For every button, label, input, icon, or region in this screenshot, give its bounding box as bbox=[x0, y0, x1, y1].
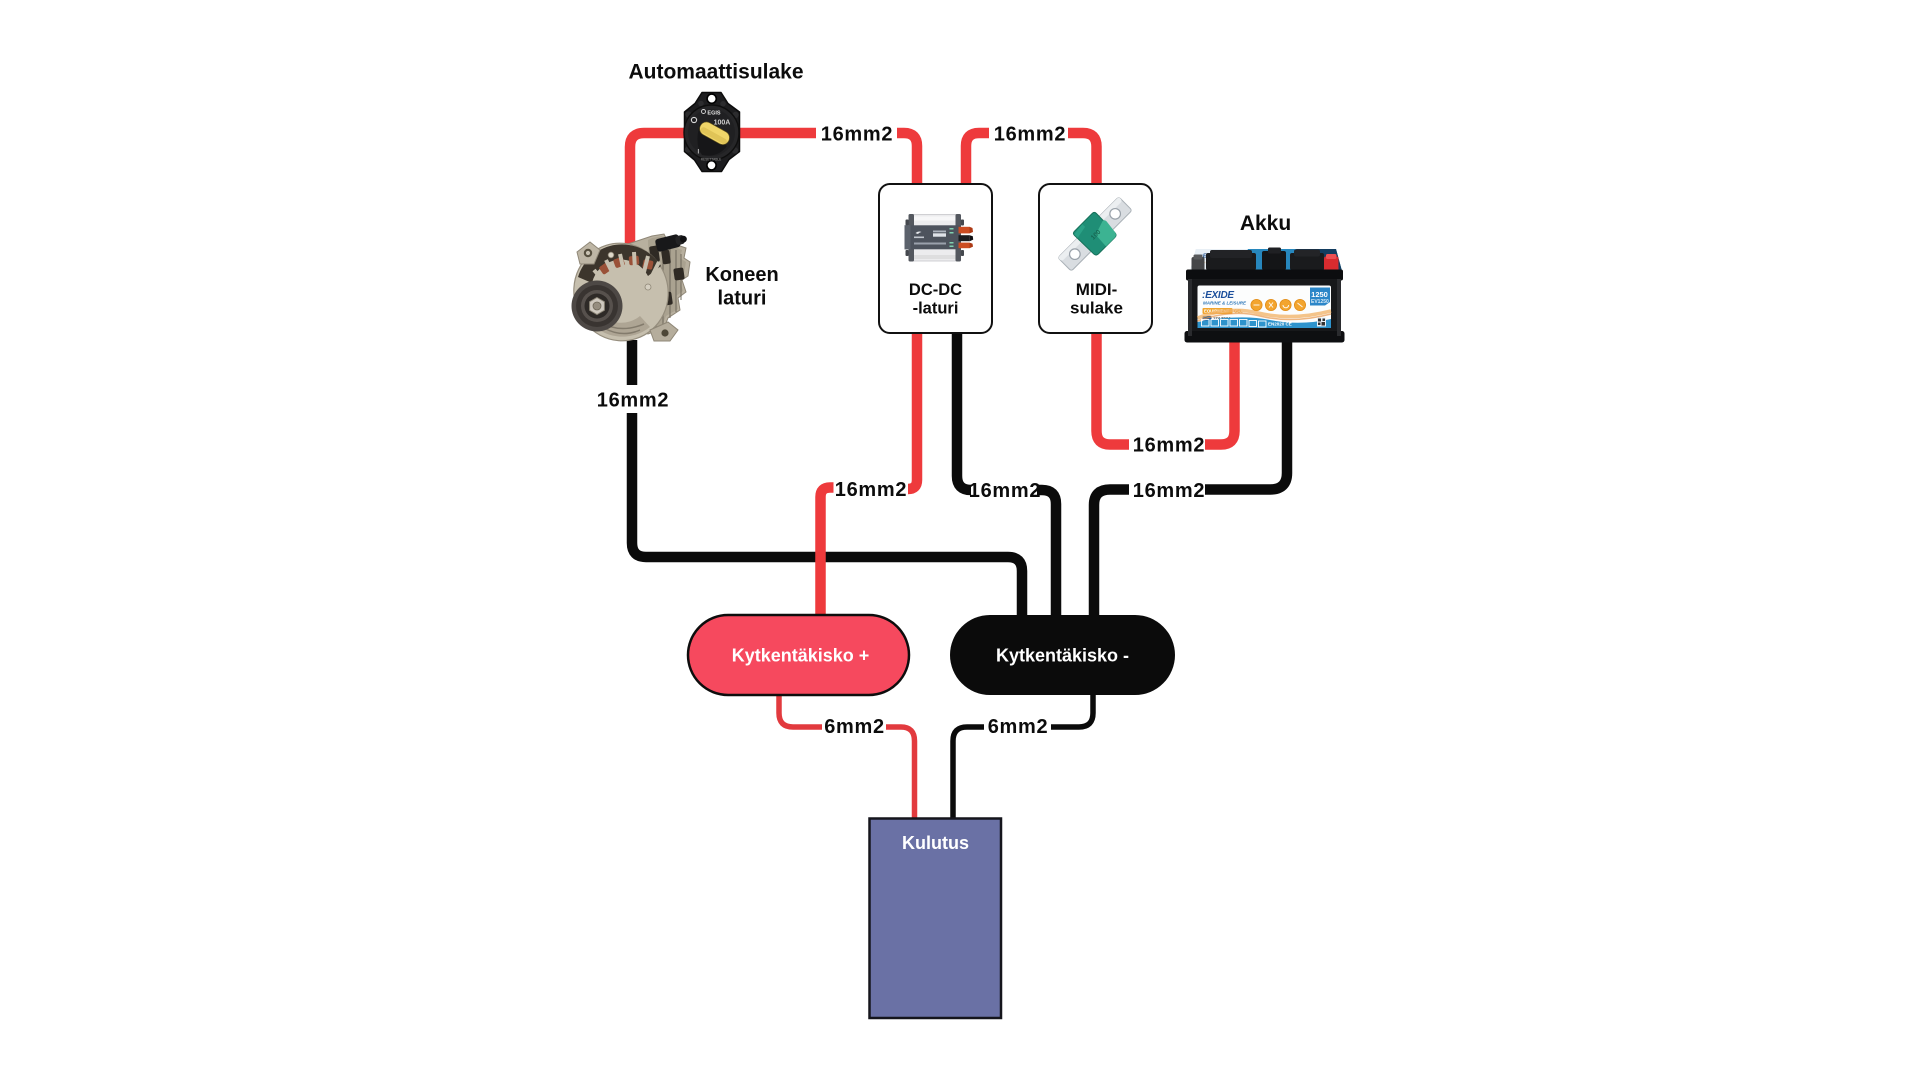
svg-text:EN2020 CE: EN2020 CE bbox=[1268, 322, 1292, 327]
svg-text:sulake: sulake bbox=[1070, 299, 1123, 318]
svg-text:EV1250: EV1250 bbox=[1311, 299, 1329, 305]
svg-text:EGIS: EGIS bbox=[707, 111, 720, 117]
svg-text:Automaattisulake: Automaattisulake bbox=[628, 61, 803, 84]
svg-text:Kytkentäkisko +: Kytkentäkisko + bbox=[732, 646, 870, 666]
svg-text:MIDI-: MIDI- bbox=[1076, 280, 1118, 299]
svg-text:-laturi: -laturi bbox=[913, 300, 959, 318]
svg-text:I: I bbox=[698, 150, 700, 156]
svg-text:16mm2: 16mm2 bbox=[835, 479, 907, 501]
svg-text:Kulutus: Kulutus bbox=[902, 833, 969, 853]
svg-text:16mm2: 16mm2 bbox=[597, 390, 669, 412]
svg-text:1250: 1250 bbox=[1311, 290, 1328, 299]
svg-text:16mm2: 16mm2 bbox=[1133, 435, 1205, 457]
svg-text:Koneen: Koneen bbox=[705, 264, 778, 286]
svg-text:16mm2: 16mm2 bbox=[821, 124, 893, 146]
svg-text:laturi: laturi bbox=[718, 288, 767, 310]
svg-text:Kytkentäkisko -: Kytkentäkisko - bbox=[996, 646, 1129, 666]
svg-text:16mm2: 16mm2 bbox=[994, 124, 1066, 146]
svg-text:RESETTABLE: RESETTABLE bbox=[701, 158, 722, 162]
svg-text:Akku: Akku bbox=[1240, 212, 1291, 235]
svg-text:6mm2: 6mm2 bbox=[988, 716, 1049, 738]
svg-text:MARINE & LEISURE: MARINE & LEISURE bbox=[1203, 301, 1247, 306]
svg-text:16mm2: 16mm2 bbox=[969, 480, 1041, 502]
svg-text:DC-DC: DC-DC bbox=[909, 281, 962, 299]
svg-text:12V 80Ah: 12V 80Ah bbox=[1213, 316, 1232, 321]
svg-text:6mm2: 6mm2 bbox=[824, 716, 885, 738]
svg-text:16mm2: 16mm2 bbox=[1133, 480, 1205, 502]
svg-text::EXIDE: :EXIDE bbox=[1202, 290, 1234, 301]
svg-text:100A: 100A bbox=[714, 120, 731, 127]
